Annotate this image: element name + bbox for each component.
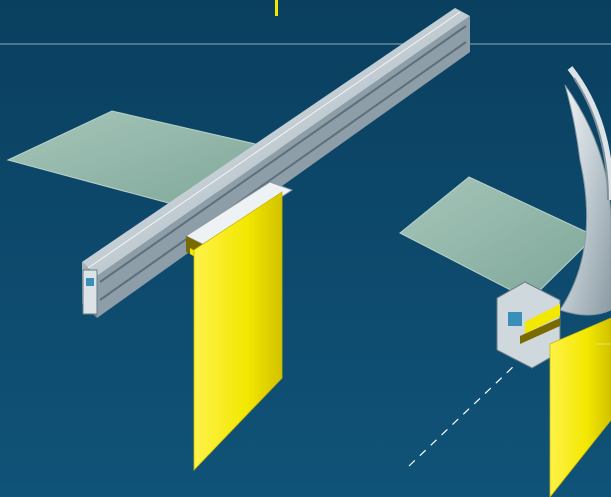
yellow-curtain-left <box>193 191 283 471</box>
rail-groove-2 <box>99 41 467 301</box>
rail-highlight <box>87 11 461 269</box>
rail-top-face <box>82 8 470 276</box>
top-accent-mark <box>275 0 278 16</box>
yellow-curtain-right <box>549 317 611 497</box>
dashed-guide-line <box>408 364 516 467</box>
rail-end-cap-insert <box>86 278 94 286</box>
curved-rail-groove <box>573 77 609 201</box>
curved-rail-end-insert <box>508 312 522 326</box>
curved-carrier-dark <box>520 318 560 344</box>
straight-rail-assembly <box>82 8 470 318</box>
rail-groove-1 <box>99 25 467 283</box>
rail-end-cap <box>82 269 98 315</box>
curved-rail-assembly <box>496 66 611 369</box>
curved-carrier-yellow <box>525 304 560 334</box>
curved-rail-top-edge <box>567 66 611 201</box>
